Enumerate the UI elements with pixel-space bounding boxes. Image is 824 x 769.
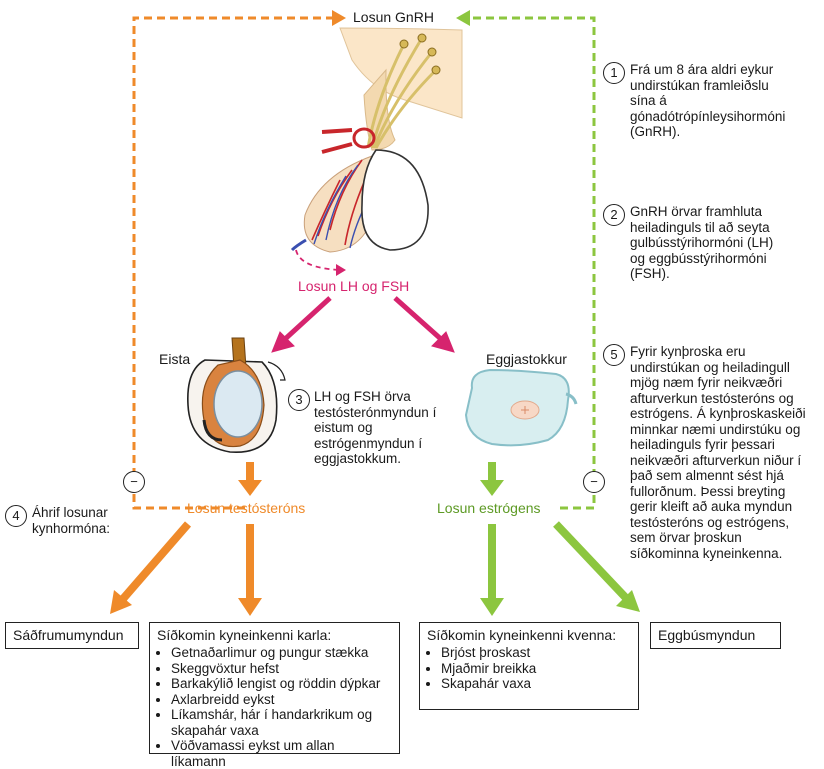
list-item: Mjaðmir breikka [441, 661, 631, 677]
list-item: Skeggvöxtur hefst [171, 661, 392, 677]
list-item: Vöðvamassi eykst um allan líkamann [171, 738, 392, 769]
step-5-number: 5 [603, 344, 625, 366]
list-item: Skapahár vaxa [441, 676, 631, 692]
female-traits-list: Brjóst þroskast Mjaðmir breikka Skapahár… [427, 645, 631, 692]
list-item: Barkakýlið lengist og röddin dýpkar [171, 676, 392, 692]
feedback-loop-female [456, 10, 596, 510]
step-5-text: Fyrir kynþroska eru undirstúkan og heila… [630, 344, 806, 561]
list-item: Axlarbreidd eykst [171, 692, 392, 708]
sperm-production-label: Sáðfrumumyndun [13, 627, 124, 643]
gnrh-release-label: Losun GnRH [353, 9, 434, 25]
arrow-to-follicle [553, 521, 640, 612]
lh-fsh-arrows [271, 296, 455, 353]
step-3-number: 3 [288, 389, 310, 411]
step-2-number: 2 [603, 204, 625, 226]
testosterone-release-label: Losun testósteróns [187, 500, 306, 516]
follicle-development-label: Eggbúsmyndun [658, 627, 756, 643]
step-4-text: Áhrif losunar kynhormóna: [32, 505, 111, 536]
arrow-to-female-traits [480, 524, 504, 616]
sperm-production-box: Sáðfrumumyndun [5, 622, 139, 649]
negative-feedback-female-icon: − [583, 471, 605, 493]
testosterone-arrow [238, 462, 262, 496]
lh-fsh-release-label: Losun LH og FSH [298, 278, 410, 294]
testis-label: Eista [159, 351, 191, 367]
female-traits-box: Síðkomin kyneinkenni kvenna: Brjóst þros… [419, 622, 639, 710]
testis-illustration [187, 337, 286, 453]
list-item: Líkamshár, hár í handarkrikum og skapahá… [171, 707, 392, 738]
negative-feedback-male-icon: − [123, 471, 145, 493]
male-traits-title: Síðkomin kyneinkenni karla: [157, 627, 332, 643]
step-3-text: LH og FSH örva testósterónmyndun í eistu… [314, 389, 437, 466]
male-traits-box: Síðkomin kyneinkenni karla: Getnaðarlimu… [149, 622, 400, 769]
step-2-text: GnRH örvar framhluta heiladinguls til að… [630, 204, 774, 281]
list-item: Brjóst þroskast [441, 645, 631, 661]
estrogen-release-label: Losun estrógens [437, 500, 541, 516]
arrow-to-male-traits [238, 524, 262, 616]
step-1-text: Frá um 8 ára aldri eykur undirstúkan fra… [630, 62, 786, 139]
step-1-number: 1 [603, 62, 625, 84]
follicle-development-box: Eggbúsmyndun [650, 622, 781, 649]
estrogen-arrow [480, 462, 504, 496]
female-traits-title: Síðkomin kyneinkenni kvenna: [427, 627, 617, 643]
step-4-number: 4 [5, 505, 27, 527]
arrow-to-sperm [110, 521, 192, 614]
male-traits-list: Getnaðarlimur og pungur stækka Skeggvöxt… [157, 645, 392, 769]
list-item: Getnaðarlimur og pungur stækka [171, 645, 392, 661]
ovary-label: Eggjastokkur [486, 351, 567, 367]
ovary-illustration [464, 368, 578, 447]
pituitary-illustration [290, 27, 463, 276]
feedback-loop-male [132, 10, 346, 510]
